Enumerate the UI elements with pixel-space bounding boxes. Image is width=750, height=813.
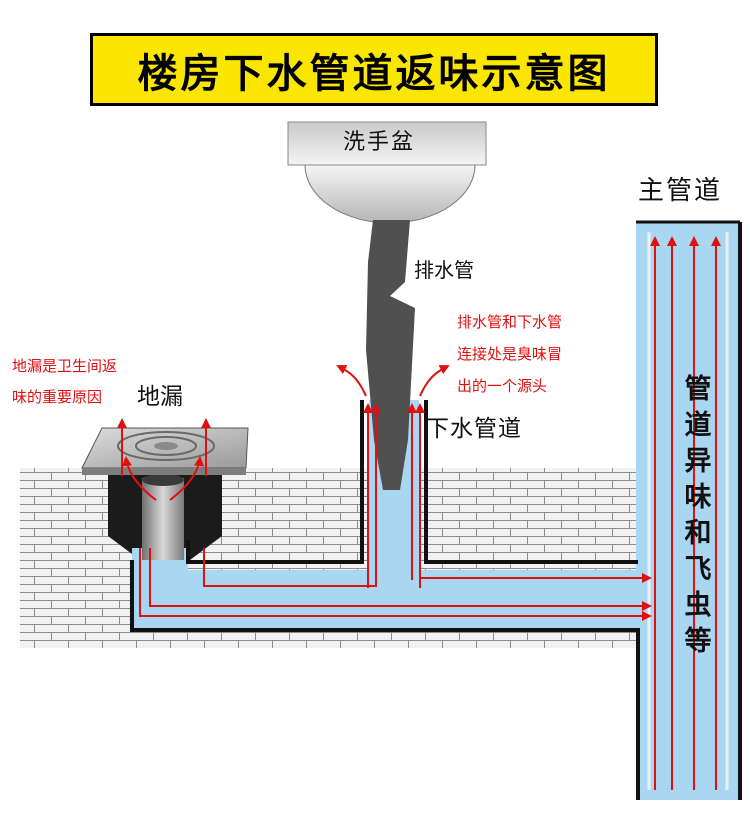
floor-drain-note-line-2: 味的重要原因 (12, 388, 103, 406)
arrow-cup-right (169, 456, 204, 501)
basin-label: 洗手盆 (343, 130, 416, 155)
floor-drain-grate (81, 427, 249, 475)
joint-note-line-3: 出的一个源头 (457, 377, 548, 395)
arrow-upper-branch (203, 403, 381, 587)
diagram-title: 楼房下水管道返味示意图 (137, 50, 611, 97)
arrow-joint-left (336, 365, 367, 397)
floor-drain-cup (142, 478, 184, 560)
drain-pipe (366, 220, 415, 490)
joint-note-line-1: 排水管和下水管 (457, 313, 563, 331)
drain-pipe-label: 排水管 (414, 258, 474, 282)
arrow-joint-right (419, 365, 450, 397)
arrow-middle-flow (149, 548, 652, 611)
floor-drain-cup-rim (142, 474, 184, 486)
arrow-cup-left (122, 456, 157, 501)
downpipe-label: 下水管道 (426, 416, 522, 442)
main-pipe-note: 管道异味和飞虫等 (684, 374, 712, 657)
main-pipe-inner-lines (647, 232, 729, 790)
floor-drain-label: 地漏 (137, 384, 183, 410)
arrow-lower-flow (139, 548, 652, 621)
main-pipe-label: 主管道 (638, 176, 723, 206)
water-main-pipe (636, 222, 740, 800)
floor-drain-note-line-1: 地漏是卫生间返 (12, 357, 118, 375)
water-horizontal-pipe (132, 594, 652, 628)
title-banner: 楼房下水管道返味示意图 (90, 33, 658, 106)
pipe-outlines (130, 220, 742, 800)
wash-basin (287, 121, 487, 224)
joint-note-line-2: 连接处是臭味冒 (457, 345, 563, 363)
smell-arrows (117, 236, 721, 790)
